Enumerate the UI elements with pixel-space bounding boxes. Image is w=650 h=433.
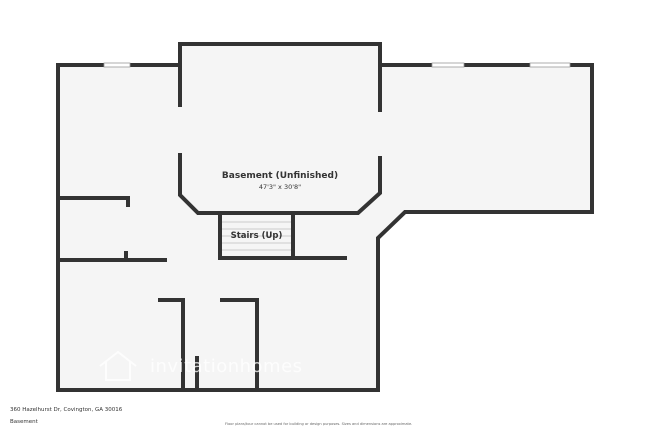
walls xyxy=(56,42,594,392)
stairs-wall xyxy=(218,213,347,260)
windows xyxy=(103,62,571,68)
window xyxy=(529,62,571,68)
window xyxy=(431,62,465,68)
room-wall-right xyxy=(220,298,259,392)
center-alcove-wall xyxy=(178,42,382,112)
stair-treads xyxy=(222,221,291,251)
address: 360 Hazelhurst Dr, Covington, GA 30016 xyxy=(10,407,123,413)
floor-area xyxy=(58,44,592,390)
watermark-text: invitationhomes xyxy=(150,356,303,377)
window xyxy=(103,62,131,68)
watermark-logo-icon xyxy=(99,350,137,381)
stairs-label: Stairs (Up) xyxy=(230,231,283,241)
closet-wall-lower xyxy=(56,251,167,262)
room-wall-left xyxy=(158,298,185,392)
room-dimensions: 47'3" x 30'8" xyxy=(258,183,302,191)
room-name: Basement (Unfinished) xyxy=(221,171,339,181)
disclaimer: Floor plans/tour cannot be used for buil… xyxy=(225,422,413,426)
inner-wall-octagon xyxy=(178,153,382,215)
floor-name: Basement xyxy=(10,419,38,425)
closet-wall-upper xyxy=(56,196,130,207)
